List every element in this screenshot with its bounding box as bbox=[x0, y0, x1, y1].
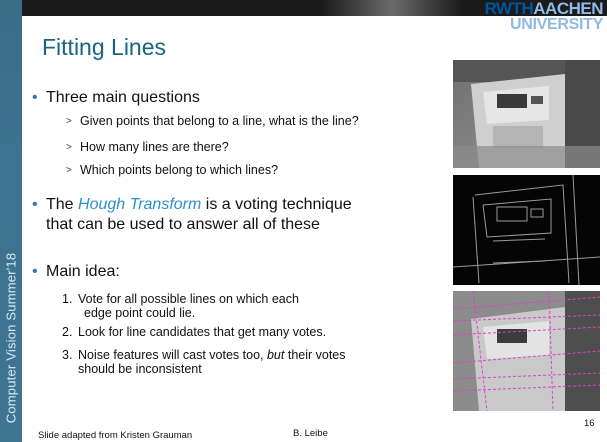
slide-title: Fitting Lines bbox=[42, 34, 167, 60]
bullet-questions: • Three main questions bbox=[32, 89, 200, 106]
bullet-hough: • The Hough Transform is a voting techni… bbox=[32, 196, 352, 233]
university-logo: RWTHAACHEN UNIVERSITY bbox=[463, 0, 604, 38]
logo-rwth: RWTH bbox=[484, 0, 534, 18]
edge-map-photo bbox=[453, 175, 600, 285]
bullet-main-idea: • Main idea: bbox=[32, 263, 120, 280]
hough-highlight: Hough Transform bbox=[78, 196, 202, 213]
sub-bullet: > How many lines are there? bbox=[66, 140, 229, 154]
numbered-item: 2.Look for line candidates that get many… bbox=[62, 325, 327, 339]
arrow-bullet-icon: > bbox=[66, 142, 72, 153]
arrow-bullet-icon: > bbox=[66, 116, 72, 127]
payphone-photo bbox=[453, 60, 600, 168]
logo-aachen: AACHEN bbox=[533, 0, 603, 18]
bullet-dot: • bbox=[32, 263, 38, 280]
sub-bullet: > Which points belong to which lines? bbox=[66, 163, 279, 177]
sub-bullet: > Given points that belong to a line, wh… bbox=[66, 114, 359, 128]
numbered-item: 1.Vote for all possible lines on which e… bbox=[62, 292, 299, 320]
footer-author: B. Leibe bbox=[293, 428, 328, 439]
side-label: Computer Vision Summer'18 bbox=[3, 252, 19, 424]
logo-university: UNIVERSITY bbox=[509, 16, 603, 33]
page-number: 16 bbox=[584, 418, 595, 429]
side-band: Computer Vision Summer'18 bbox=[0, 0, 22, 442]
numbered-item: 3.Noise features will cast votes too, bu… bbox=[62, 348, 346, 376]
arrow-bullet-icon: > bbox=[66, 165, 72, 176]
hough-lines-photo bbox=[453, 291, 600, 411]
top-strip bbox=[22, 0, 607, 16]
footer-credit: Slide adapted from Kristen Grauman bbox=[38, 430, 193, 441]
bullet-dot: • bbox=[32, 89, 38, 106]
bullet-dot: • bbox=[32, 196, 38, 213]
